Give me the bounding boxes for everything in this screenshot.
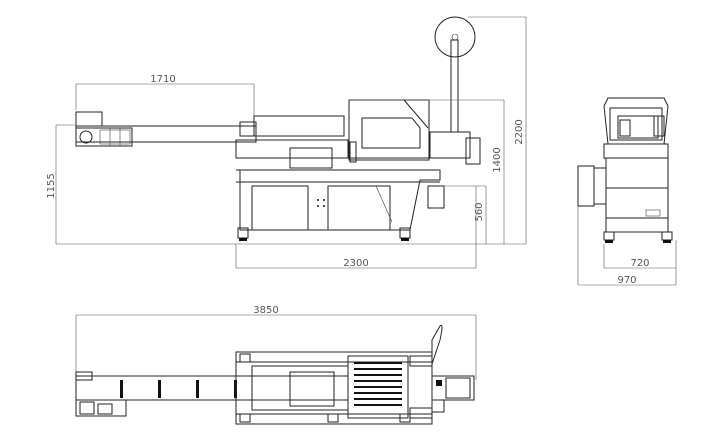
dim-top-total-length: 3850 bbox=[253, 305, 278, 316]
dim-front-base-length: 2300 bbox=[343, 258, 368, 269]
dim-side-total-width: 970 bbox=[617, 275, 636, 286]
dim-front-table-height: 1155 bbox=[46, 173, 57, 198]
top-view: 3850 bbox=[75, 305, 477, 425]
side-view: 720 970 bbox=[577, 97, 677, 286]
machine-base bbox=[239, 169, 441, 231]
coil-reel bbox=[434, 16, 476, 58]
press-head bbox=[348, 99, 430, 161]
coil-post bbox=[450, 39, 459, 133]
front-view: 1710 2200 1400 560 1155 2300 bbox=[46, 16, 527, 269]
top-conveyor bbox=[75, 375, 253, 401]
vent-grid bbox=[354, 362, 402, 406]
dim-front-post-height: 1400 bbox=[492, 147, 503, 172]
dim-front-total-height: 2200 bbox=[514, 119, 525, 144]
dim-front-base-height: 560 bbox=[474, 202, 485, 221]
dim-front-conveyor-length: 1710 bbox=[150, 74, 175, 85]
dim-side-inner-width: 720 bbox=[630, 258, 649, 269]
